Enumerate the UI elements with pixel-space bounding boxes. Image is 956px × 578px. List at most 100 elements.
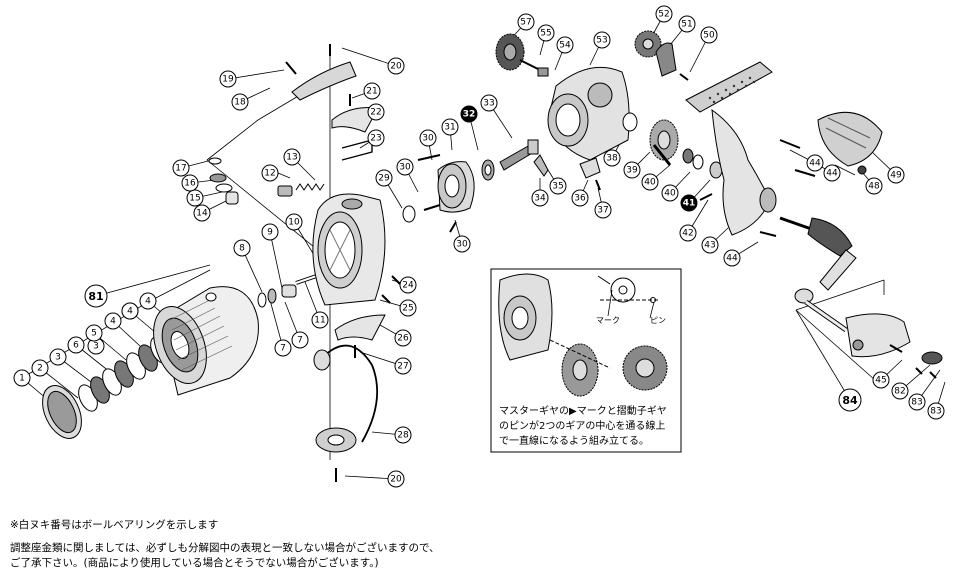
callout-circle xyxy=(219,70,237,88)
callout-circle xyxy=(603,149,621,167)
callout-43: 43 xyxy=(701,236,719,254)
callout-number: 14 xyxy=(196,209,208,219)
callout-number: 40 xyxy=(664,189,676,199)
callout-number: 25 xyxy=(402,304,413,314)
callout-number: 40 xyxy=(644,178,656,188)
callout-83: 83 xyxy=(927,402,945,420)
callout-number: 4 xyxy=(145,297,151,307)
callout-24: 24 xyxy=(399,276,417,294)
callout-3: 3 xyxy=(87,337,105,355)
callout-number: 57 xyxy=(520,18,531,28)
callout-number: 52 xyxy=(658,10,669,20)
callout-26: 26 xyxy=(394,329,412,347)
callout-circle xyxy=(193,204,211,222)
callout-number: 30 xyxy=(456,240,468,250)
callout-5: 5 xyxy=(85,324,103,342)
inset-instruction-line-2: のピンが2つのギアの中心を通る線上 xyxy=(499,421,666,432)
callout-circle xyxy=(453,235,471,253)
callout-84: 84 xyxy=(838,388,862,412)
callout-16: 16 xyxy=(181,174,199,192)
callout-number: 16 xyxy=(184,179,196,189)
callout-7: 7 xyxy=(291,331,309,349)
callout-number: 28 xyxy=(397,431,409,441)
callout-number: 44 xyxy=(809,159,821,169)
callout-circle xyxy=(872,371,890,389)
callout-81: 81 xyxy=(84,284,108,308)
callout-circle xyxy=(121,302,139,320)
callout-83: 83 xyxy=(908,393,926,411)
callout-circle xyxy=(441,118,459,136)
callout-number: 51 xyxy=(681,20,692,30)
callout-41: 41 xyxy=(680,194,698,212)
callout-number: 36 xyxy=(574,194,586,204)
callout-number: 44 xyxy=(826,169,838,179)
callout-12: 12 xyxy=(261,164,279,182)
callout-29: 29 xyxy=(375,169,393,187)
callout-54: 54 xyxy=(556,36,574,54)
shim-note-line-1: 調整座金類に関しましては、必ずしも分解図中の表現と一致しない場合がございますので… xyxy=(10,542,440,554)
callout-82: 82 xyxy=(891,382,909,400)
callout-42: 42 xyxy=(679,224,697,242)
callout-4: 4 xyxy=(121,302,139,320)
callout-number: 5 xyxy=(91,329,97,339)
callout-circle xyxy=(641,173,659,191)
callout-number: 53 xyxy=(596,36,607,46)
callout-11: 11 xyxy=(311,311,329,329)
gear-alignment-inset xyxy=(490,268,682,453)
callout-circle xyxy=(517,13,535,31)
callout-number: 37 xyxy=(597,206,608,216)
callout-number: 39 xyxy=(626,166,638,176)
callout-44: 44 xyxy=(723,249,741,267)
callout-circle xyxy=(231,93,249,111)
shim-note-line-2: ご了承下さい。(商品により使用している場合とそうでない場合がございます。) xyxy=(10,557,379,569)
callout-number: 31 xyxy=(444,123,455,133)
callout-31: 31 xyxy=(441,118,459,136)
callout-number: 55 xyxy=(540,29,551,39)
callout-circle xyxy=(139,292,157,310)
callout-number: 20 xyxy=(390,475,402,485)
callout-circle xyxy=(531,189,549,207)
callout-circle xyxy=(394,357,412,375)
callout-25: 25 xyxy=(399,299,417,317)
callout-number: 23 xyxy=(370,134,381,144)
callout-circle xyxy=(594,201,612,219)
callout-number: 1 xyxy=(19,374,25,384)
callout-circle xyxy=(680,194,698,212)
callout-number: 48 xyxy=(868,182,880,192)
callout-number: 4 xyxy=(110,317,116,327)
callout-number: 17 xyxy=(175,164,186,174)
callout-45: 45 xyxy=(872,371,890,389)
callout-number: 34 xyxy=(534,194,546,204)
callout-circle xyxy=(104,312,122,330)
callout-27: 27 xyxy=(394,357,412,375)
body-cover xyxy=(685,61,883,237)
callout-circle xyxy=(367,103,385,121)
callout-circle xyxy=(678,15,696,33)
callout-number: 12 xyxy=(264,169,275,179)
callout-2: 2 xyxy=(31,359,49,377)
callout-number: 11 xyxy=(314,316,325,326)
callout-number: 18 xyxy=(234,98,246,108)
callout-51: 51 xyxy=(678,15,696,33)
callout-circle xyxy=(49,348,67,366)
callout-number: 44 xyxy=(726,254,738,264)
callout-circle xyxy=(723,249,741,267)
inset-instruction-line-1: マスターギヤの▶マークと摺動子ギヤ xyxy=(499,406,667,417)
callout-22: 22 xyxy=(367,103,385,121)
callout-8: 8 xyxy=(233,239,251,257)
callout-39: 39 xyxy=(623,161,641,179)
callout-23: 23 xyxy=(367,129,385,147)
spool-assembly xyxy=(42,286,259,439)
callout-number: 84 xyxy=(842,394,858,407)
callout-circle xyxy=(865,177,883,195)
callout-44: 44 xyxy=(806,154,824,172)
callout-4: 4 xyxy=(104,312,122,330)
callout-circle xyxy=(84,284,108,308)
callout-circle xyxy=(927,402,945,420)
callout-circle xyxy=(311,311,329,329)
callout-number: 33 xyxy=(483,99,494,109)
callout-number: 21 xyxy=(366,87,377,97)
callout-number: 24 xyxy=(402,281,414,291)
callout-1: 1 xyxy=(13,369,31,387)
